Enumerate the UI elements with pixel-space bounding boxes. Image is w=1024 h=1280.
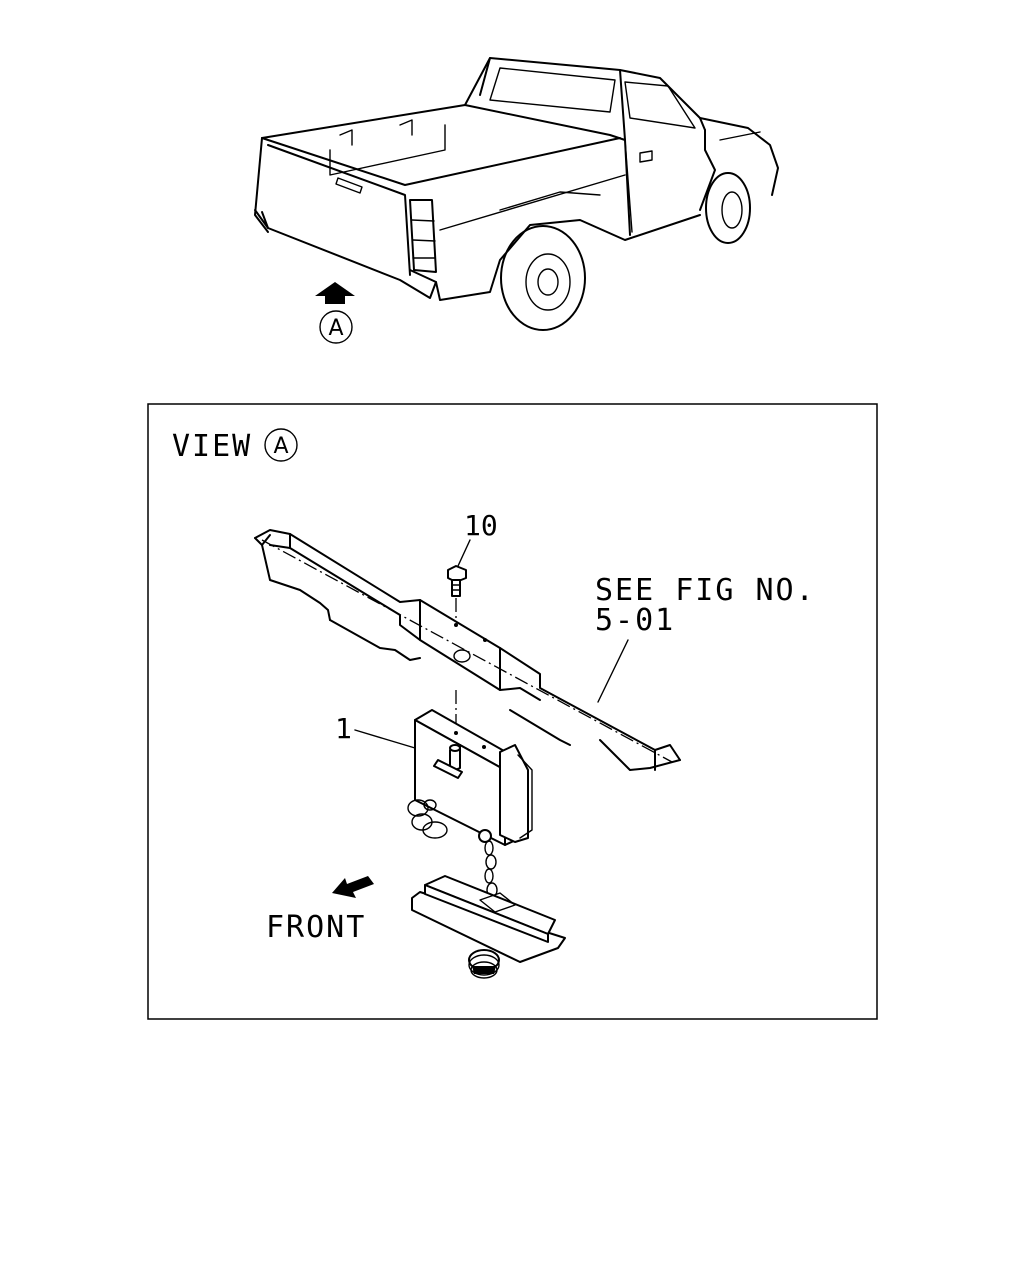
frame-centerline: [261, 539, 673, 763]
front-arrow: [332, 876, 374, 898]
view-title: VIEW A: [172, 428, 298, 464]
see-fig-leader: [597, 639, 629, 703]
view-a-marker: A: [319, 310, 353, 344]
callout-10-leader: [457, 539, 471, 567]
callout-10: 10: [464, 509, 498, 542]
view-title-marker-letter: A: [273, 434, 288, 459]
front-label: FRONT: [266, 910, 366, 945]
bolt-part-10: [447, 565, 467, 597]
see-fig-line1: SEE FIG NO.: [595, 573, 816, 608]
tire-retainer-plate: [411, 875, 566, 979]
view-title-text: VIEW: [172, 429, 252, 464]
spare-tire-carrier-part-1: [407, 709, 533, 846]
view-frame: [147, 403, 878, 1020]
callout-1-leader: [354, 729, 416, 749]
pickup-truck-illustration: [254, 57, 779, 331]
view-a-marker-letter: A: [328, 316, 343, 341]
view-a-arrow: [315, 282, 355, 304]
see-fig-line2: 5-01: [595, 603, 675, 638]
callout-1: 1: [335, 712, 352, 745]
frame-crossmember: [254, 529, 681, 771]
